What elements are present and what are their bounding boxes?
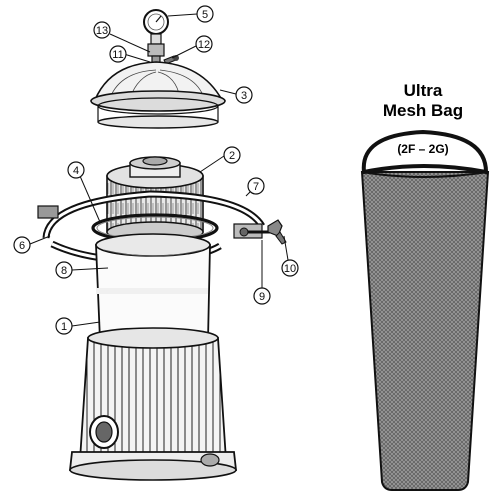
callout-3-label: 3 bbox=[241, 90, 247, 102]
callout-10-label: 10 bbox=[284, 263, 296, 275]
callout-7: 7 bbox=[247, 177, 265, 195]
tank-lid bbox=[90, 61, 226, 129]
callout-8: 8 bbox=[55, 261, 73, 279]
mesh-bag-title: Ultra Mesh Bag bbox=[383, 81, 463, 120]
tank-base bbox=[68, 327, 238, 481]
callout-2-label: 2 bbox=[229, 150, 235, 162]
wing-nut bbox=[267, 219, 287, 245]
callout-12-label: 12 bbox=[198, 39, 210, 51]
callout-9: 9 bbox=[253, 287, 271, 305]
bag-size-label: (2F – 2G) bbox=[397, 142, 448, 156]
callout-12: 12 bbox=[195, 35, 213, 53]
callout-5-label: 5 bbox=[202, 9, 208, 21]
callout-4: 4 bbox=[67, 161, 85, 179]
callout-3: 3 bbox=[235, 86, 253, 104]
callout-2: 2 bbox=[223, 146, 241, 164]
bag-title-line2: Mesh Bag bbox=[383, 101, 463, 120]
callout-4-label: 4 bbox=[73, 165, 79, 177]
callout-10: 10 bbox=[281, 259, 299, 277]
tank-body bbox=[95, 233, 211, 341]
callout-8-label: 8 bbox=[61, 265, 67, 277]
bag-title-line1: Ultra bbox=[404, 81, 443, 100]
callout-6-label: 6 bbox=[19, 240, 25, 252]
callout-13: 13 bbox=[93, 21, 111, 39]
callout-6: 6 bbox=[13, 236, 31, 254]
callout-11-label: 11 bbox=[112, 49, 123, 61]
callout-1: 1 bbox=[55, 317, 73, 335]
callout-9-label: 9 bbox=[259, 291, 265, 303]
callout-1-label: 1 bbox=[61, 321, 67, 333]
callout-11: 11 bbox=[109, 45, 127, 63]
callout-5: 5 bbox=[196, 5, 214, 23]
clamp-bolt bbox=[239, 227, 272, 237]
pressure-gauge bbox=[143, 9, 169, 45]
callout-7-label: 7 bbox=[253, 181, 259, 193]
mesh-bag: (2F – 2G) bbox=[360, 129, 490, 491]
callout-13-label: 13 bbox=[96, 25, 108, 37]
